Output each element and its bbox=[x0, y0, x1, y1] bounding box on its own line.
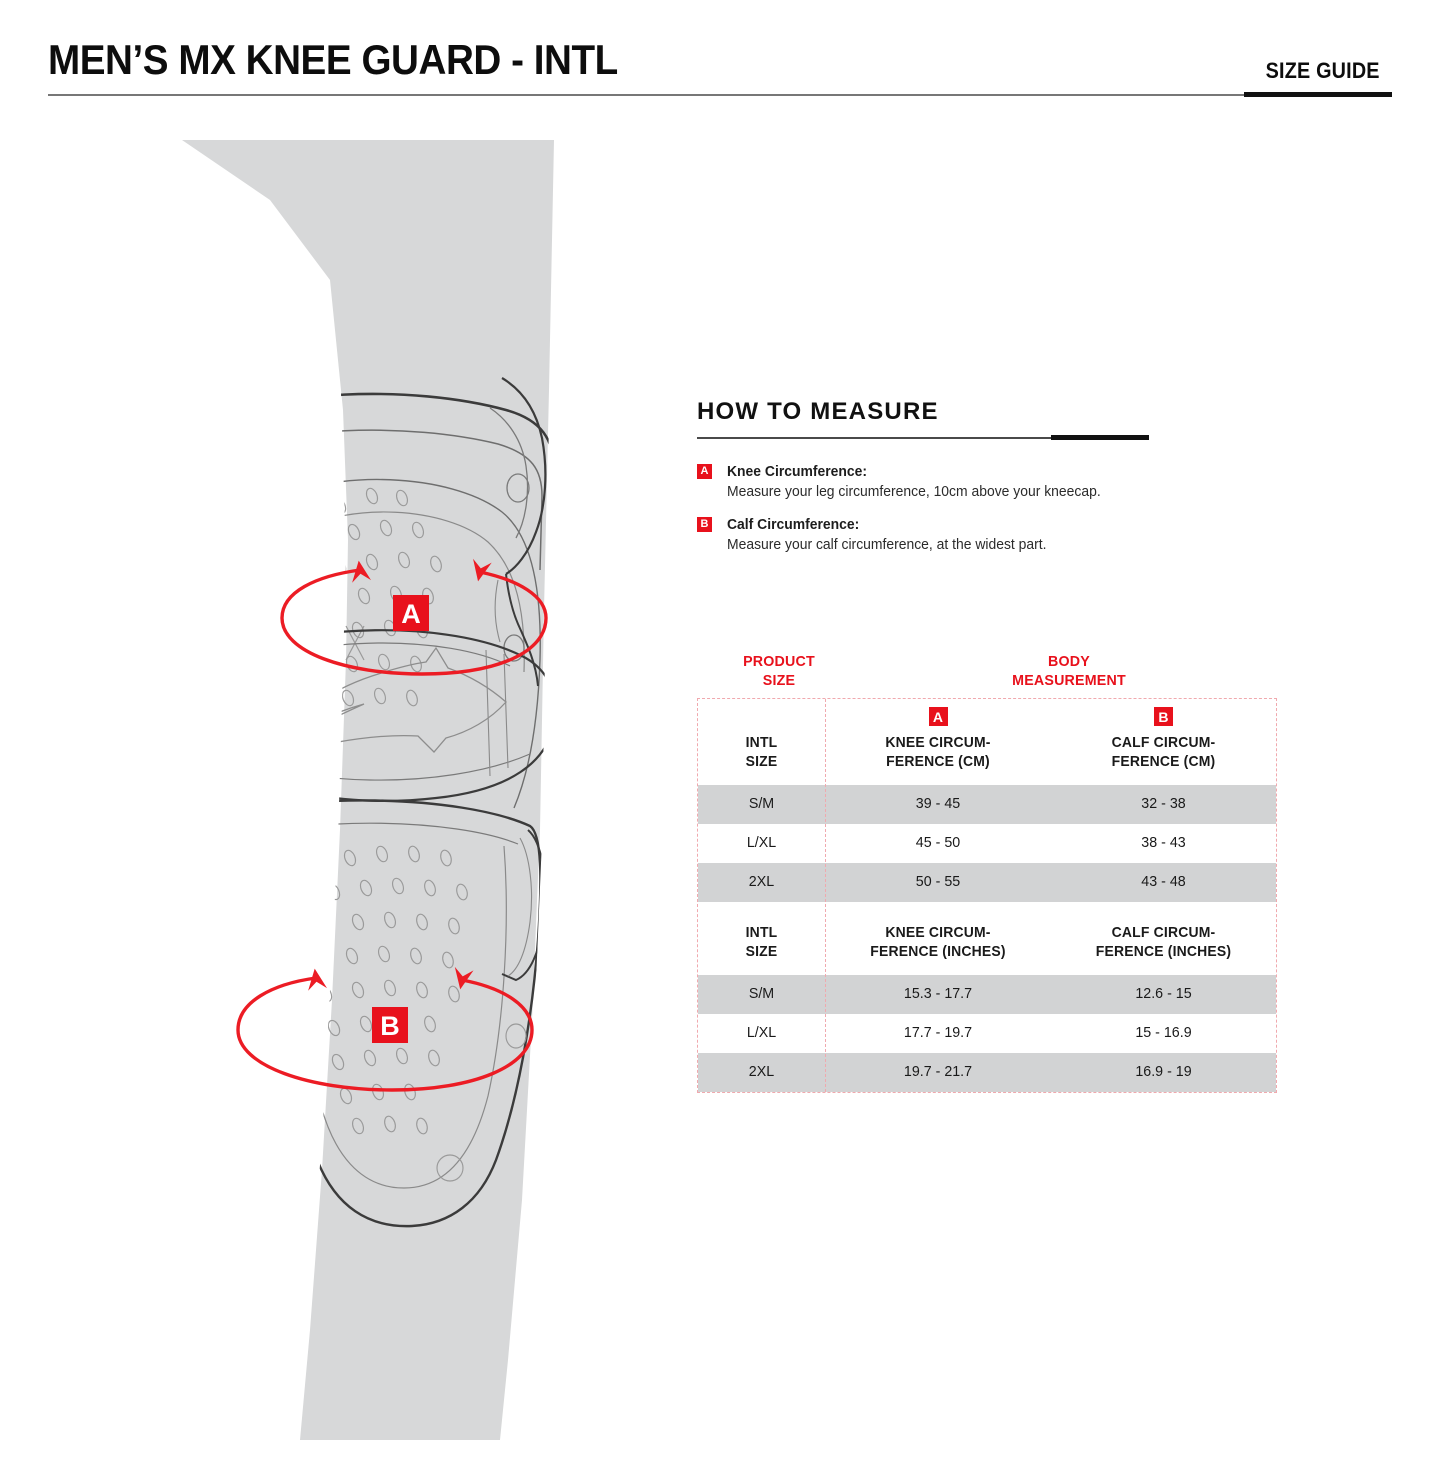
svg-text:A: A bbox=[401, 599, 421, 629]
cell-size: 2XL bbox=[748, 873, 775, 890]
svg-text:B: B bbox=[380, 1011, 400, 1041]
header-calf-line1-in: CALF CIRCUM- bbox=[1111, 924, 1216, 941]
header-calf-line1-cm: CALF CIRCUM- bbox=[1111, 734, 1216, 751]
header-cell-calf-in: CALF CIRCUM- FERENCE (INCHES) bbox=[1051, 911, 1276, 975]
marker-a-badge: A bbox=[393, 595, 429, 631]
cell-calf: 15 - 16.9 bbox=[1135, 1024, 1192, 1041]
cell-calf: 38 - 43 bbox=[1141, 834, 1186, 851]
leg-silhouette bbox=[182, 140, 554, 1440]
measurement-band-b bbox=[236, 966, 534, 1092]
measure-instruction-list: A Knee Circumference: Measure your leg c… bbox=[697, 463, 1157, 555]
header-cell-size-cm: INTL SIZE bbox=[698, 699, 825, 785]
measure-label-calf: Calf Circumference: bbox=[727, 517, 860, 533]
cell-knee: 17.7 - 19.7 bbox=[903, 1024, 973, 1041]
header-size-line1-cm: INTL bbox=[745, 734, 778, 751]
table-badge-b-icon: B bbox=[1154, 707, 1173, 726]
header-divider-thick bbox=[1244, 92, 1392, 97]
page-header: MEN’S MX KNEE GUARD - INTL SIZE GUIDE bbox=[0, 0, 1440, 110]
table-badge-a-icon: A bbox=[928, 707, 948, 726]
header-knee-line2-in: FERENCE (INCHES) bbox=[870, 943, 1006, 960]
supertitle-body-line1: BODY bbox=[1048, 653, 1090, 670]
measure-item-knee: A Knee Circumference: Measure your leg c… bbox=[697, 463, 1157, 502]
table-header-row-inches: INTL SIZE KNEE CIRCUM- FERENCE (INCHES) … bbox=[698, 911, 1276, 975]
table-section-spacer bbox=[698, 902, 1276, 911]
cell-calf: 43 - 48 bbox=[1141, 873, 1186, 890]
header-knee-line1-cm: KNEE CIRCUM- bbox=[885, 734, 991, 751]
supertitle-product-size: PRODUCT SIZE bbox=[722, 652, 836, 690]
knee-guard-illustration: A B bbox=[150, 140, 610, 1440]
header-size-line2-cm: SIZE bbox=[745, 753, 778, 770]
cell-knee: 19.7 - 21.7 bbox=[903, 1063, 973, 1080]
cell-size: S/M bbox=[748, 795, 775, 812]
table-row: 2XL 50 - 55 43 - 48 bbox=[698, 863, 1276, 902]
header-cell-knee-cm: A KNEE CIRCUM- FERENCE (CM) bbox=[825, 699, 1051, 785]
how-divider-thick bbox=[1051, 435, 1149, 440]
cell-knee: 50 - 55 bbox=[915, 873, 961, 890]
how-to-measure-divider bbox=[697, 435, 1149, 441]
cell-knee: 39 - 45 bbox=[915, 795, 961, 812]
supertitle-product-line2: SIZE bbox=[762, 672, 796, 689]
cell-size: S/M bbox=[748, 985, 775, 1002]
table-supertitles: PRODUCT SIZE BODY MEASUREMENT bbox=[697, 650, 1277, 698]
header-divider-thin bbox=[48, 94, 1392, 96]
how-divider-thin bbox=[697, 437, 1149, 439]
table-row: S/M 39 - 45 32 - 38 bbox=[698, 785, 1276, 824]
table-row: S/M 15.3 - 17.7 12.6 - 15 bbox=[698, 975, 1276, 1014]
badge-a-icon: A bbox=[697, 464, 712, 479]
header-size-line2-in: SIZE bbox=[745, 943, 778, 960]
cell-size: L/XL bbox=[746, 1024, 777, 1041]
cell-calf: 12.6 - 15 bbox=[1135, 985, 1192, 1002]
header-knee-line1-in: KNEE CIRCUM- bbox=[885, 924, 991, 941]
cell-knee: 15.3 - 17.7 bbox=[903, 985, 973, 1002]
header-divider bbox=[48, 92, 1392, 98]
header-size-line1-in: INTL bbox=[745, 924, 778, 941]
table-row: L/XL 45 - 50 38 - 43 bbox=[698, 824, 1276, 863]
measure-item-calf: B Calf Circumference: Measure your calf … bbox=[697, 516, 1157, 555]
measure-desc-calf: Measure your calf circumference, at the … bbox=[727, 537, 1047, 553]
badge-b-icon: B bbox=[697, 517, 712, 532]
table-row: 2XL 19.7 - 21.7 16.9 - 19 bbox=[698, 1053, 1276, 1092]
marker-b-badge: B bbox=[372, 1007, 408, 1043]
cell-calf: 32 - 38 bbox=[1141, 795, 1186, 812]
cell-calf: 16.9 - 19 bbox=[1135, 1063, 1192, 1080]
how-to-measure-heading: HOW TO MEASURE bbox=[697, 398, 939, 425]
measure-desc-knee: Measure your leg circumference, 10cm abo… bbox=[727, 484, 1101, 500]
how-to-measure-section: HOW TO MEASURE A Knee Circumference: Mea… bbox=[697, 398, 1157, 569]
cell-size: L/XL bbox=[746, 834, 777, 851]
header-cell-knee-in: KNEE CIRCUM- FERENCE (INCHES) bbox=[825, 911, 1051, 975]
header-cell-size-in: INTL SIZE bbox=[698, 911, 825, 975]
size-chart-section: PRODUCT SIZE BODY MEASUREMENT INTL SIZE … bbox=[697, 650, 1277, 1093]
supertitle-product-line1: PRODUCT bbox=[743, 653, 815, 670]
measure-label-knee: Knee Circumference: bbox=[727, 464, 868, 480]
size-guide-label: SIZE GUIDE bbox=[1265, 58, 1380, 83]
header-knee-line2-cm: FERENCE (CM) bbox=[886, 753, 990, 770]
page-title: MEN’S MX KNEE GUARD - INTL bbox=[48, 36, 618, 83]
header-calf-line2-cm: FERENCE (CM) bbox=[1111, 753, 1216, 770]
table-row: L/XL 17.7 - 19.7 15 - 16.9 bbox=[698, 1014, 1276, 1053]
measurement-band-a bbox=[280, 558, 548, 676]
table-column-divider bbox=[825, 699, 826, 1092]
header-calf-line2-in: FERENCE (INCHES) bbox=[1095, 943, 1232, 960]
supertitle-body-measurement: BODY MEASUREMENT bbox=[879, 652, 1259, 690]
header-cell-calf-cm: B CALF CIRCUM- FERENCE (CM) bbox=[1051, 699, 1276, 785]
supertitle-body-line2: MEASUREMENT bbox=[1012, 672, 1126, 689]
table-header-row-cm: INTL SIZE A KNEE CIRCUM- FERENCE (CM) B … bbox=[698, 699, 1276, 785]
cell-size: 2XL bbox=[748, 1063, 775, 1080]
cell-knee: 45 - 50 bbox=[915, 834, 961, 851]
size-chart-table: INTL SIZE A KNEE CIRCUM- FERENCE (CM) B … bbox=[697, 698, 1277, 1093]
